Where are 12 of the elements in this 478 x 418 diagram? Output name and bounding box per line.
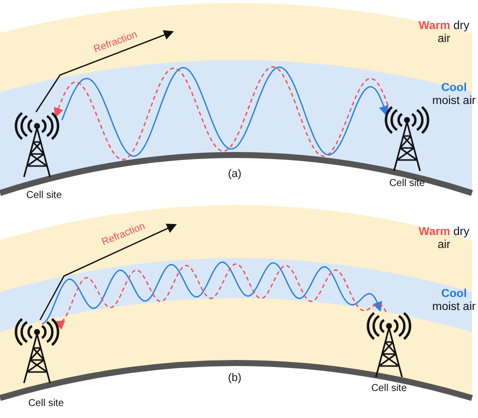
- layer-label: Cool moist air: [431, 82, 477, 108]
- layer-label: Warm dry air: [418, 20, 470, 46]
- refraction-arrow: [35, 30, 174, 112]
- site-label: Cell site: [28, 398, 64, 409]
- site-label: Cell site: [371, 383, 407, 394]
- refraction-arrow: [39, 224, 177, 320]
- site-label: Cell site: [26, 190, 62, 201]
- layer-label: Cool moist air: [431, 288, 477, 314]
- site-label: Cell site: [389, 178, 425, 189]
- panel-label: (a): [228, 168, 242, 181]
- panel-label: (b): [228, 372, 242, 385]
- layer-label: Warm dry air: [418, 226, 470, 252]
